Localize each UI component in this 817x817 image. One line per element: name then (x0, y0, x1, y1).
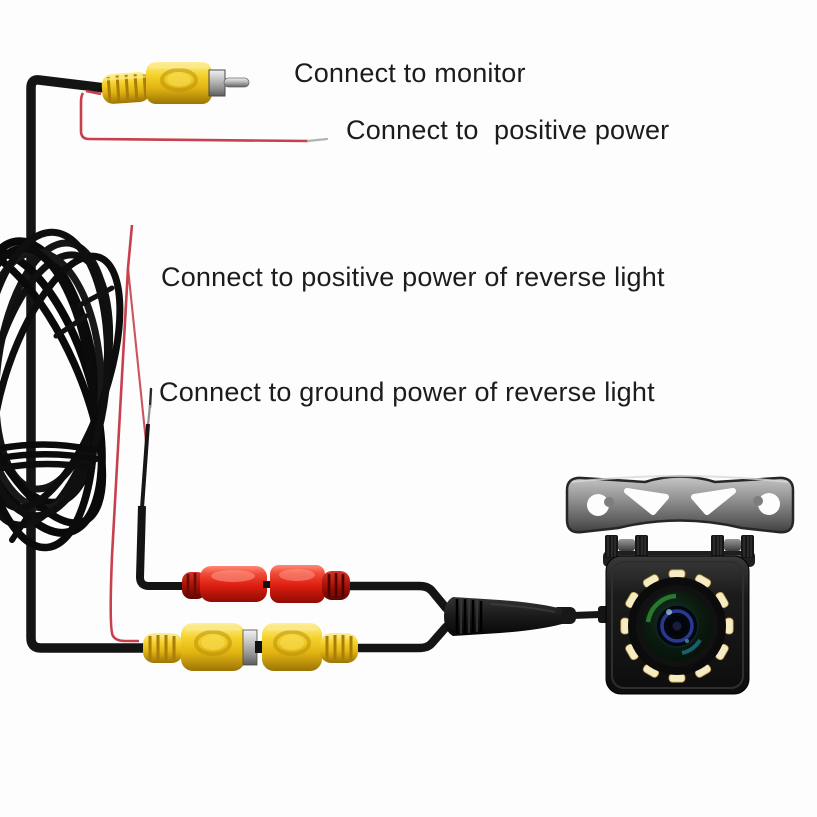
reverse-light-ground-wire (136, 387, 184, 590)
mounting-bracket (565, 475, 795, 534)
label-connect-monitor: Connect to monitor (294, 58, 526, 88)
bracket-screw-left (605, 535, 648, 558)
backup-camera (565, 475, 795, 695)
positive-power-wire (79, 89, 329, 143)
label-connect-positive-power: Connect to positive power (346, 115, 670, 145)
led-ring (620, 569, 734, 683)
rca-pair-red (182, 565, 350, 603)
y-splitter (444, 597, 562, 636)
reverse-light-positive-wire (109, 224, 148, 643)
bracket-screw-right (711, 535, 754, 558)
label-reverse-light-positive: Connect to positive power of reverse lig… (161, 262, 665, 292)
monitor-video-wire (26, 75, 148, 653)
rca-plug-yellow-monitor (101, 62, 250, 104)
label-reverse-light-ground: Connect to ground power of reverse light (159, 377, 655, 407)
rca-pair-yellow (143, 623, 358, 671)
camera-lens (628, 577, 726, 675)
coiled-cable (0, 228, 124, 552)
